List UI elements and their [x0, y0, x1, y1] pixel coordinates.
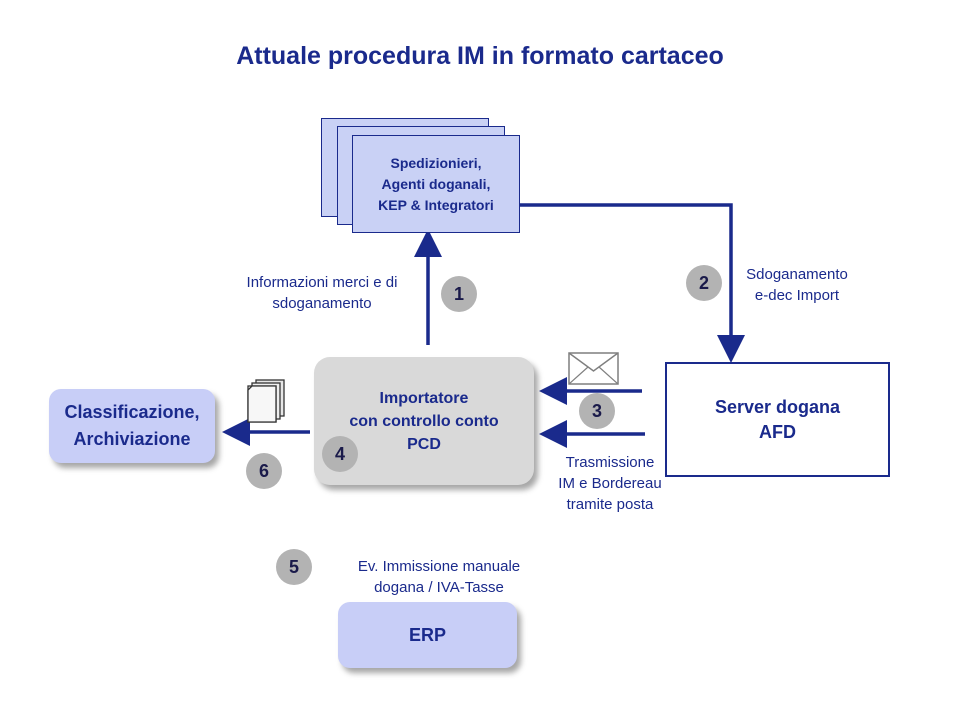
envelope-icon [568, 352, 619, 385]
classification-box: Classificazione, Archiviazione [49, 389, 215, 463]
erp-box: ERP [338, 602, 517, 668]
server-box: Server dogana AFD [665, 362, 890, 477]
page-title: Attuale procedura IM in formato cartaceo [236, 42, 724, 70]
step-badge-3: 3 [579, 393, 615, 429]
documents-icon [247, 379, 285, 423]
forwarders-box: Spedizionieri, Agenti doganali, KEP & In… [352, 135, 520, 233]
step-badge-5: 5 [276, 549, 312, 585]
step-badge-4: 4 [322, 436, 358, 472]
label-informazioni: Informazioni merci e di sdoganamento [246, 274, 398, 312]
step-badge-2: 2 [686, 265, 722, 301]
label-trasmissione: Trasmissione IM e Bordereau tramite post… [558, 454, 662, 513]
step-badge-1: 1 [441, 276, 477, 312]
label-immissione: Ev. Immissione manuale dogana / IVA-Tass… [357, 558, 521, 596]
step-badge-6: 6 [246, 453, 282, 489]
arrow-forwarders-to-server [520, 203, 745, 363]
label-sdoganamento: Sdoganamento e-dec Import [746, 266, 848, 304]
